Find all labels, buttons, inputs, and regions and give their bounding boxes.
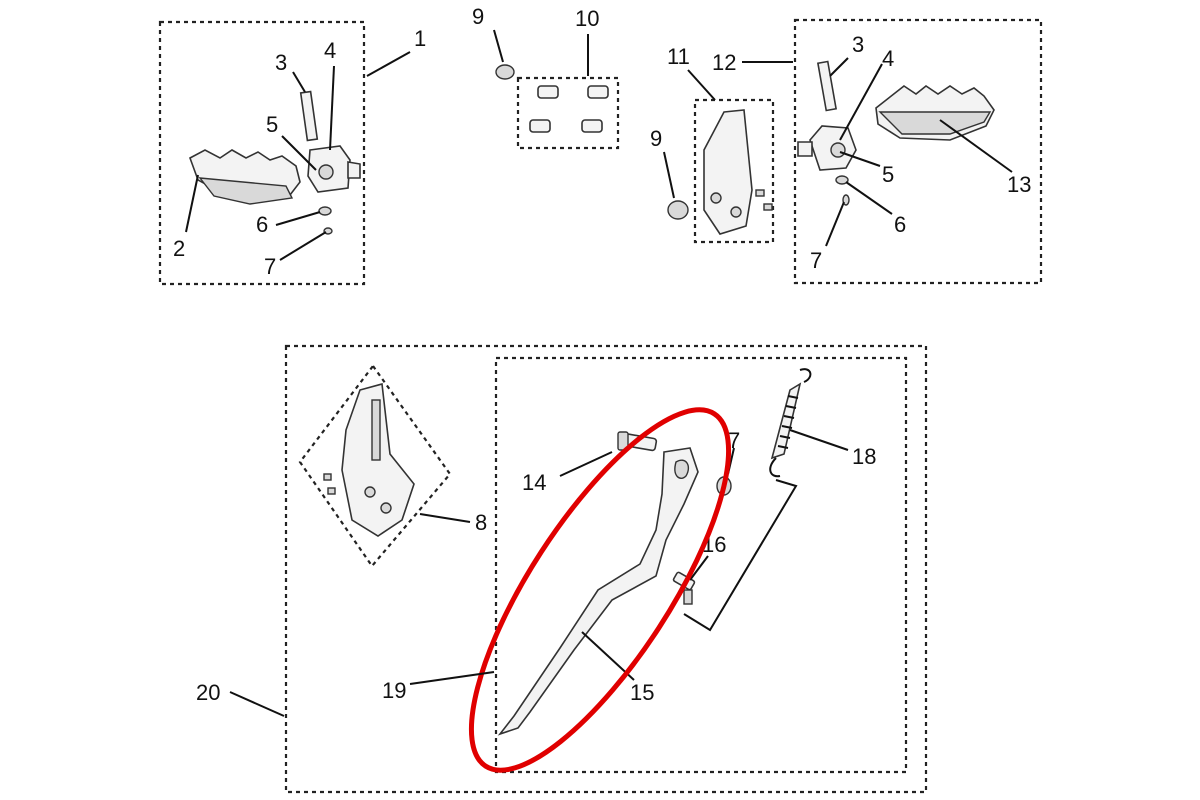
label-20: 20 [196, 680, 220, 705]
bracket-left [307, 145, 361, 193]
label-14: 14 [522, 470, 546, 495]
mount-plate-box [693, 98, 775, 244]
label-6-left: 6 [256, 212, 268, 237]
side-stand [497, 447, 699, 736]
footpeg-right [875, 85, 995, 141]
label-1: 1 [414, 26, 426, 51]
label-9-mid: 9 [650, 126, 662, 151]
washer-left [318, 206, 332, 216]
label-7-stand: 7 [728, 428, 740, 453]
nut-mid [667, 200, 689, 220]
label-9-top: 9 [472, 4, 484, 29]
label-19: 19 [382, 678, 406, 703]
bracket-right [797, 125, 857, 171]
washer-right [835, 175, 849, 185]
assembly-box-sidestand [284, 344, 928, 794]
label-5-right: 5 [882, 162, 894, 187]
label-3-left: 3 [275, 50, 287, 75]
label-7-right: 7 [810, 248, 822, 273]
pin-right [816, 60, 838, 112]
label-2: 2 [173, 236, 185, 261]
label-11: 11 [667, 44, 690, 69]
spring-path [683, 479, 798, 632]
nut-top [495, 64, 515, 80]
highlight-ellipse [468, 407, 732, 773]
label-4-left: 4 [324, 38, 336, 63]
label-10: 10 [575, 6, 599, 31]
bolt-set-box [516, 76, 620, 150]
label-8: 8 [475, 510, 487, 535]
assembly-box-right-footpeg [793, 18, 1043, 285]
label-3-right: 3 [852, 32, 864, 57]
label-13: 13 [1007, 172, 1031, 197]
label-12: 12 [712, 50, 736, 75]
return-spring [769, 368, 812, 478]
label-15: 15 [630, 680, 654, 705]
label-4-right: 4 [882, 46, 894, 71]
label-7-left: 7 [264, 254, 276, 279]
mount-bracket-diamond [298, 364, 452, 568]
assembly-box-left-footpeg [158, 20, 366, 286]
pin-left [299, 90, 319, 142]
label-5-left: 5 [266, 112, 278, 137]
label-6-right: 6 [894, 212, 906, 237]
assembly-box-stand-sub [494, 356, 908, 774]
footpeg-left [189, 149, 301, 205]
label-18: 18 [852, 444, 876, 469]
